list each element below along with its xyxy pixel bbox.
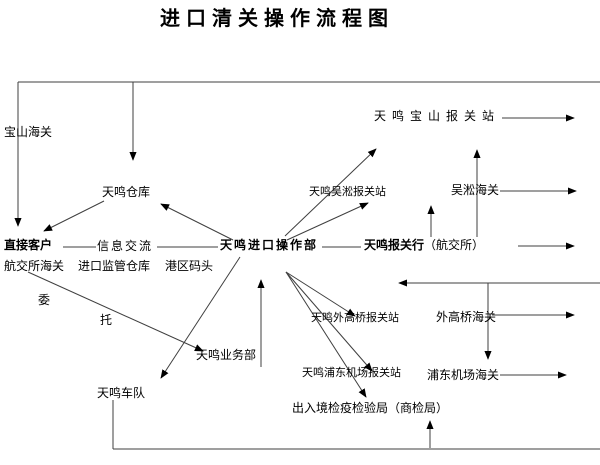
- entrust-label-char1: 委: [38, 293, 51, 307]
- arrow-ops-to-wusong-station: [286, 202, 369, 241]
- node-fleet: 天鸣车队: [97, 386, 146, 400]
- node-wusong-customs: 吴淞海关: [451, 183, 500, 197]
- arrow-warehouse-to-direct-customer: [43, 200, 105, 232]
- customs-broker-suffix: （航交所）: [424, 238, 485, 252]
- node-tianming-warehouse: 天鸣仓库: [102, 185, 151, 199]
- node-inspection-bureau: 出入境检疫检验局（商检局）: [292, 401, 449, 415]
- arrow-entrust-to-business: [27, 271, 204, 352]
- node-port-dock: 港区码头: [165, 259, 214, 273]
- node-direct-customer: 直接客户: [4, 238, 53, 252]
- page-title: 进口清关操作流程图: [160, 6, 394, 30]
- customs-broker-name: 天鸣报关行: [364, 238, 425, 252]
- node-business-dept: 天鸣业务部: [196, 348, 257, 362]
- entrust-label-char2: 托: [100, 313, 113, 327]
- node-waigaoqiao-customs: 外高桥海关: [436, 310, 497, 324]
- node-customs-broker: 天鸣报关行（航交所）: [364, 238, 485, 253]
- node-pudong-airport-customs: 浦东机场海关: [427, 368, 500, 382]
- node-wusong-station: 天鸣吴淞报关站: [309, 185, 386, 198]
- node-waigaoqiao-station: 天鸣外高桥报关站: [311, 311, 399, 324]
- node-import-ops-dept: 天鸣进口操作部: [220, 238, 319, 252]
- node-info-exchange: 信息交流: [97, 239, 154, 253]
- arrow-ops-to-waigaoqiao-station: [285, 271, 356, 317]
- node-import-supervised-warehouse: 进口监管仓库: [78, 259, 151, 273]
- arrow-ops-to-warehouse: [160, 203, 234, 241]
- node-pudong-airport-station: 天鸣浦东机场报关站: [302, 366, 401, 379]
- node-baoshan-station: 天鸣宝山报关站: [374, 109, 501, 123]
- node-baoshan-customs: 宝山海关: [4, 125, 53, 139]
- node-hangjiaosuo-customs: 航交所海关: [4, 259, 65, 273]
